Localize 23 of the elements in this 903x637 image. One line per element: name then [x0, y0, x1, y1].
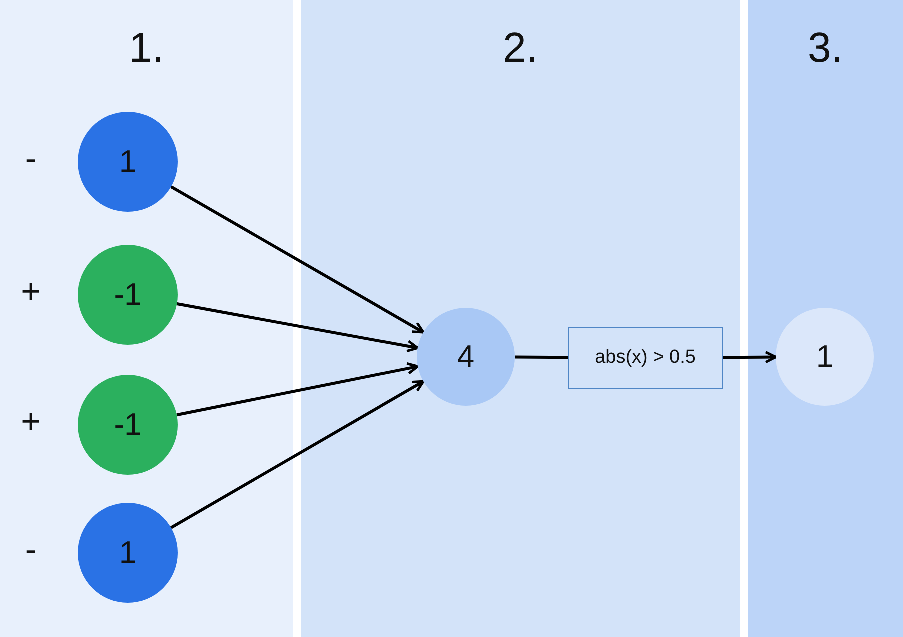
sign-label: + — [20, 403, 42, 442]
arrow — [722, 351, 778, 364]
column-number: 2. — [502, 24, 540, 72]
arrow — [176, 302, 420, 353]
column-panel — [301, 0, 740, 637]
function-box — [568, 327, 723, 389]
sign-label: - — [24, 140, 38, 179]
function-text: abs(x) > 0.5 — [595, 347, 696, 369]
neuron-value: -1 — [114, 407, 142, 443]
arrow — [176, 362, 420, 417]
neuron-value: -1 — [114, 277, 142, 313]
sign-label: + — [20, 273, 42, 312]
arrow — [170, 186, 425, 334]
column-panel — [0, 0, 293, 637]
column-panel — [748, 0, 903, 637]
sign-label: - — [24, 531, 38, 570]
neuron-value: 1 — [816, 339, 834, 375]
neuron-value: 1 — [119, 144, 137, 180]
neuron-value: 1 — [119, 535, 137, 571]
column-number: 3. — [806, 24, 844, 72]
column-number: 1. — [128, 24, 166, 72]
neuron-value: 4 — [457, 339, 475, 375]
arrow — [170, 380, 425, 530]
